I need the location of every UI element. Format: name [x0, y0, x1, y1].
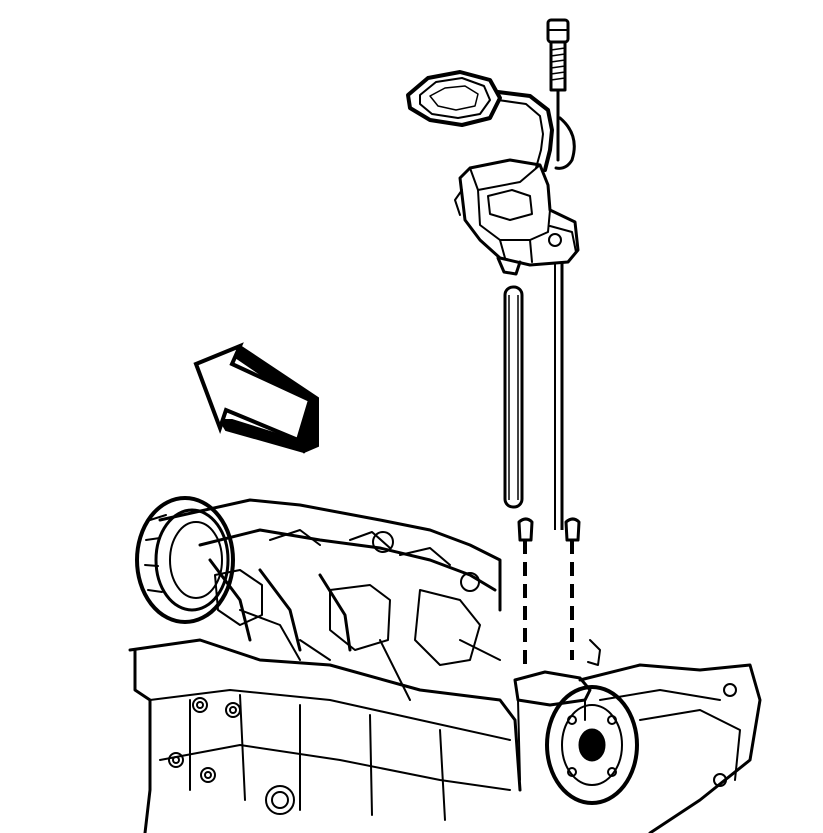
block-bolts	[168, 697, 295, 815]
direction-arrow	[193, 342, 319, 454]
locating-pins	[517, 517, 581, 542]
crank-pulley	[135, 496, 235, 624]
oil-pump-screen	[406, 70, 576, 172]
pump-shaft	[503, 285, 524, 509]
engine-block	[128, 496, 762, 833]
flywheel-hub	[545, 685, 639, 805]
oil-pump	[454, 158, 580, 276]
bolt	[546, 18, 570, 162]
alignment-lines	[523, 250, 574, 670]
